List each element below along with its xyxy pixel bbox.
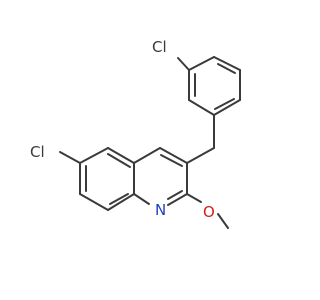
bond-to-cl	[59, 151, 81, 164]
bond	[213, 99, 241, 116]
bond-to-oxygen	[217, 213, 229, 229]
pyridine-ring	[133, 147, 188, 206]
bond	[107, 193, 135, 211]
bond	[133, 193, 150, 205]
bond	[167, 193, 188, 206]
bond-to-oxygen	[186, 193, 202, 203]
atom-cl-left: Cl	[30, 143, 45, 161]
atom-o: O	[203, 203, 215, 221]
double-bond-inner	[160, 154, 183, 167]
bond	[188, 99, 215, 116]
double-bond-inner	[214, 98, 235, 110]
double-bond-inner	[217, 63, 236, 74]
chlorophenyl-ring	[188, 56, 241, 116]
molecule-structure: Cl Cl N O	[30, 38, 241, 229]
double-bond-inner	[167, 190, 183, 200]
bond	[213, 56, 241, 71]
benzo-ring	[79, 147, 135, 211]
bond	[79, 193, 109, 211]
double-bond-inner	[109, 193, 129, 205]
methylene-bond	[186, 147, 215, 164]
atom-cl-top: Cl	[152, 38, 167, 56]
bond	[79, 147, 109, 164]
bond	[107, 147, 135, 164]
bond	[133, 147, 161, 164]
bond	[188, 56, 215, 71]
structure-canvas: Cl Cl N O	[30, 38, 241, 229]
bond-to-cl	[177, 57, 190, 71]
double-bond-inner	[107, 153, 131, 168]
bond	[159, 147, 188, 164]
atom-n: N	[155, 201, 166, 219]
